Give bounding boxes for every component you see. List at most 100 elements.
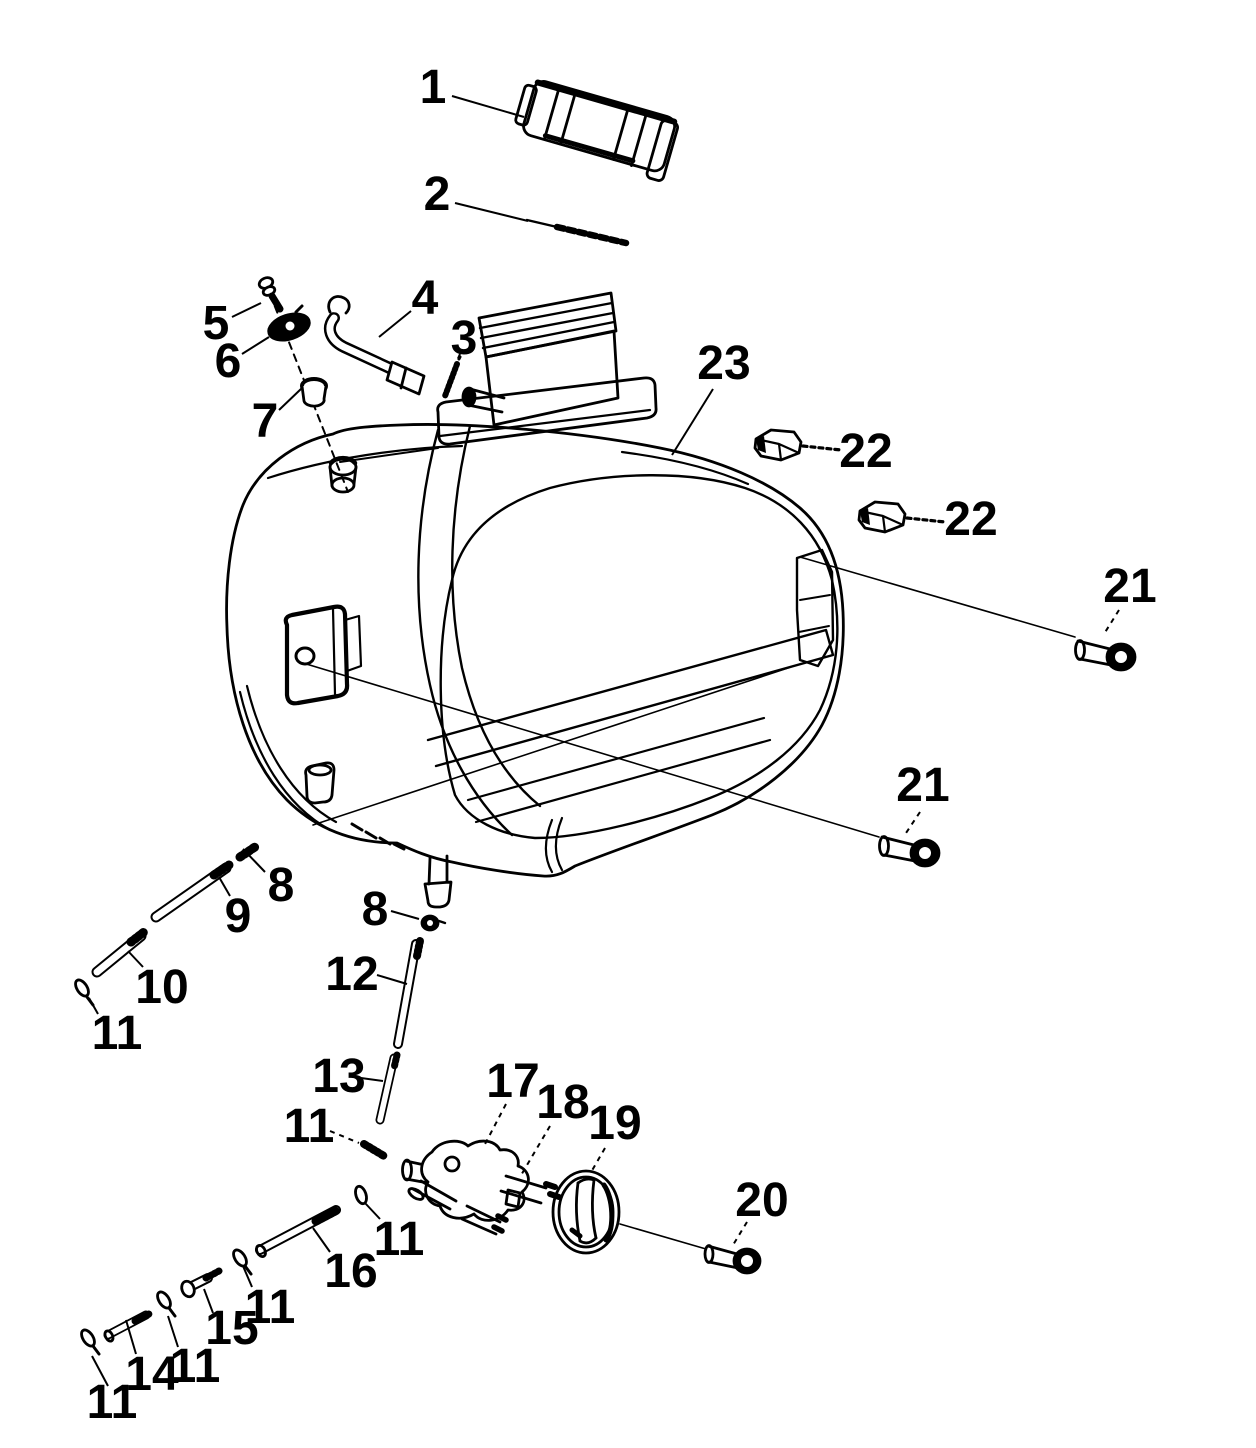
callout-22a-label: 22 <box>839 425 892 478</box>
part-12-tube <box>393 937 424 1049</box>
part-18-fitting <box>460 1174 562 1236</box>
callout-4-label: 4 <box>412 272 439 325</box>
callout-14-label: 14 <box>125 1348 179 1401</box>
callout-11f-label: 11 <box>87 1376 138 1429</box>
part-10-hose <box>91 927 149 978</box>
leader-13 <box>360 1077 384 1082</box>
axis-to-bolt-21a <box>799 556 1076 638</box>
part-11-clip-b <box>360 1140 388 1160</box>
part-11-clip-e <box>156 1290 177 1318</box>
leader-8b <box>390 910 420 920</box>
callout-11b-label: 11 <box>284 1100 335 1153</box>
callout-13-label: 13 <box>312 1050 365 1103</box>
callout-21a-label: 21 <box>1103 560 1156 613</box>
callout-16-label: 16 <box>324 1245 377 1298</box>
leader-3 <box>451 353 461 373</box>
leader-11c <box>364 1202 381 1220</box>
axis-to-bolt-21b <box>302 662 880 838</box>
part-15-fitting <box>180 1267 223 1299</box>
callout-17-label: 17 <box>486 1055 539 1108</box>
part-4-hose <box>323 295 426 396</box>
part-2-rod <box>525 218 630 247</box>
part-8-clamp-left <box>235 842 260 862</box>
leader-15 <box>203 1288 214 1314</box>
part-8-clamp-mid <box>420 914 447 932</box>
callout-20-label: 20 <box>735 1174 788 1227</box>
part-1-fuel-cap <box>514 79 679 182</box>
part-21-bolt-upper <box>1074 639 1137 672</box>
leader-11d <box>242 1265 253 1288</box>
part-6-washer-plate <box>267 304 311 342</box>
leader-2 <box>454 202 529 222</box>
leader-7 <box>278 387 303 411</box>
leader-11a <box>88 997 99 1015</box>
callout-23-label: 23 <box>697 337 750 390</box>
callout-7-label: 7 <box>252 395 279 448</box>
part-22-nut-lower <box>857 500 947 534</box>
callout-18-label: 18 <box>536 1076 589 1129</box>
leader-20 <box>732 1221 748 1246</box>
leader-9 <box>218 876 231 897</box>
leader-19 <box>589 1147 606 1175</box>
leader-23 <box>671 388 714 456</box>
leader-11f <box>91 1355 109 1387</box>
callout-8b-label: 8 <box>362 883 389 936</box>
callout-11e-label: 11 <box>170 1340 221 1393</box>
leader-8a <box>242 848 266 873</box>
callout-11c-label: 11 <box>374 1213 425 1266</box>
leader-18 <box>519 1125 551 1178</box>
callout-11a-label: 11 <box>92 1007 143 1060</box>
diagram-artwork <box>74 79 1137 1356</box>
callout-9-label: 9 <box>225 890 252 943</box>
part-11-clip-c <box>354 1184 368 1206</box>
callout-15-label: 15 <box>205 1302 258 1355</box>
part-19-valve-knob <box>551 1169 707 1255</box>
callout-6-label: 6 <box>215 335 242 388</box>
callout-8a-label: 8 <box>268 859 295 912</box>
callout-22b-label: 22 <box>944 493 997 546</box>
part-5-screw <box>257 276 284 313</box>
part-21-bolt-lower <box>878 835 941 868</box>
leader-16 <box>312 1227 331 1253</box>
callout-21b-label: 21 <box>896 759 949 812</box>
leader-5 <box>231 302 262 318</box>
leader-21b <box>905 811 921 834</box>
callout-2-label: 2 <box>424 168 451 221</box>
leader-4 <box>378 310 412 338</box>
leader-11e <box>167 1315 179 1348</box>
part-3-screw <box>442 355 462 399</box>
part-14-tube <box>103 1310 153 1343</box>
callout-5-label: 5 <box>203 297 230 350</box>
part-9-hose <box>150 860 234 923</box>
callout-labels: 1 2 3 4 5 6 7 8 8 9 10 11 11 11 11 11 11… <box>87 61 1157 1429</box>
leader-14 <box>125 1319 137 1355</box>
leader-10 <box>127 950 144 968</box>
leader-1 <box>451 95 525 118</box>
callout-10-label: 10 <box>135 961 188 1014</box>
part-20-bolt <box>703 1244 762 1275</box>
leader-21a <box>1103 609 1120 635</box>
leader-6 <box>241 336 270 355</box>
part-11-clip-f <box>80 1328 101 1356</box>
callout-1-label: 1 <box>420 61 447 114</box>
part-11-clip-d <box>232 1248 253 1276</box>
callout-3-label: 3 <box>451 312 478 365</box>
callout-19-label: 19 <box>588 1097 641 1150</box>
tank-top-boss <box>328 455 358 494</box>
axis-cross-line <box>312 666 792 826</box>
tank-lower-peg <box>304 761 336 805</box>
part-7-grommet <box>300 377 328 408</box>
part-16-tube <box>255 1205 341 1259</box>
tank-filler-neck <box>436 291 658 446</box>
part-22-nut-upper <box>753 428 843 462</box>
leader-lines <box>88 95 1120 1387</box>
part-23-fuel-tank <box>225 291 1076 909</box>
callout-11d-label: 11 <box>245 1281 296 1334</box>
part-17-fuel-valve <box>401 1139 530 1222</box>
leader-17 <box>483 1103 507 1147</box>
leader-12 <box>376 974 408 985</box>
part-13-tube <box>375 1051 401 1125</box>
callout-12-label: 12 <box>325 948 378 1001</box>
